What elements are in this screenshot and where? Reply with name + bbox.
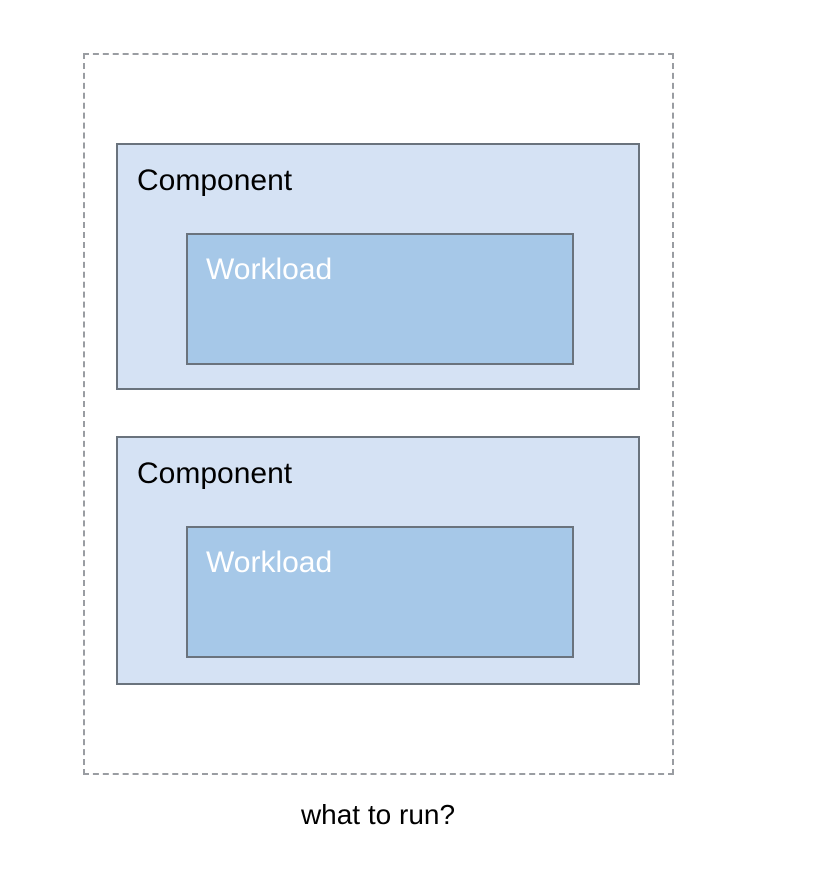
- workload-label: Workload: [206, 253, 333, 286]
- component-label: Component: [137, 164, 293, 197]
- component-label: Component: [137, 457, 293, 490]
- workload-box-1[interactable]: Workload: [186, 233, 574, 365]
- diagram-caption: what to run?: [300, 799, 456, 830]
- component-box-1[interactable]: Component Workload: [116, 143, 640, 390]
- component-box-2[interactable]: Component Workload: [116, 436, 640, 685]
- outer-boundary-dashed: [83, 53, 674, 775]
- workload-label: Workload: [206, 546, 333, 579]
- workload-box-2[interactable]: Workload: [186, 526, 574, 658]
